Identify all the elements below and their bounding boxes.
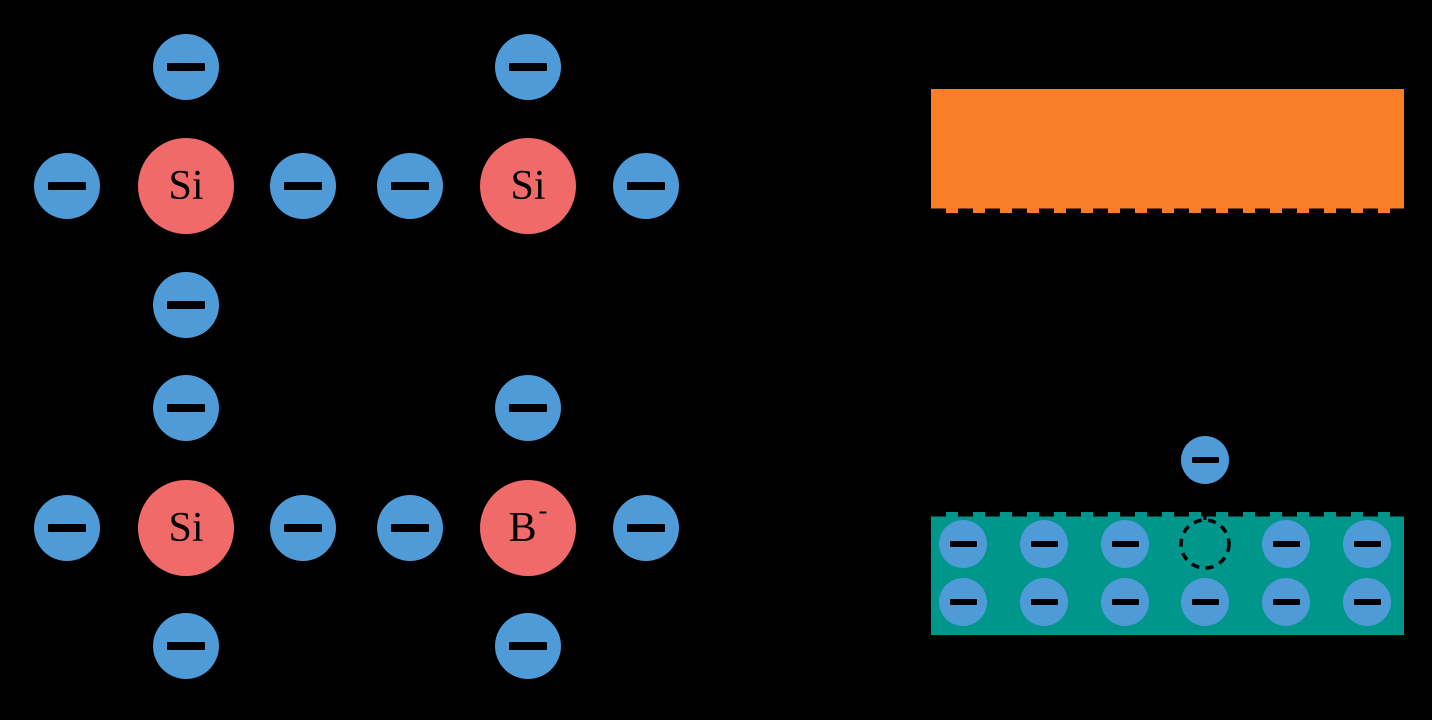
atom-label: Si [168, 163, 204, 209]
minus-icon [1111, 599, 1139, 605]
minus-icon [48, 182, 86, 190]
minus-icon [391, 524, 429, 532]
minus-icon [167, 63, 205, 71]
lattice-electron [613, 153, 679, 219]
minus-icon [284, 182, 322, 190]
minus-icon [509, 642, 547, 650]
lattice-electron [153, 272, 219, 338]
minus-icon [1191, 599, 1219, 605]
lattice-electron [153, 34, 219, 100]
minus-icon [627, 182, 665, 190]
lattice-electron [34, 495, 100, 561]
lattice-electron [495, 613, 561, 679]
valence-band-electron [939, 578, 987, 626]
conduction-band [931, 89, 1404, 213]
minus-icon [627, 524, 665, 532]
lattice-electron [153, 613, 219, 679]
minus-icon [1111, 541, 1139, 547]
atom-label: Si [510, 163, 546, 209]
atom-b-acceptor: B- [480, 480, 576, 576]
valence-band-electron [939, 520, 987, 568]
minus-icon [509, 404, 547, 412]
valence-band-electron [1181, 578, 1229, 626]
minus-icon [1030, 599, 1058, 605]
free-electron [1181, 436, 1229, 484]
atom-si-3: Si [138, 480, 234, 576]
minus-icon [1353, 599, 1381, 605]
valence-band-electron [1262, 578, 1310, 626]
valence-band-electron [1343, 520, 1391, 568]
valence-band [931, 512, 1404, 635]
minus-icon [167, 642, 205, 650]
atom-si-2: Si [480, 138, 576, 234]
minus-icon [167, 301, 205, 309]
atom-label: Si [168, 505, 204, 551]
lattice-electron [270, 153, 336, 219]
minus-icon [48, 524, 86, 532]
lattice-electron [613, 495, 679, 561]
minus-icon [1272, 541, 1300, 547]
atom-superscript-minus: - [538, 496, 548, 525]
lattice-electron [377, 153, 443, 219]
minus-icon [167, 404, 205, 412]
minus-icon [1272, 599, 1300, 605]
lattice-electron [495, 375, 561, 441]
valence-band-electron [1101, 578, 1149, 626]
atom-label: B [508, 505, 537, 551]
minus-icon [949, 599, 977, 605]
lattice-electron [495, 34, 561, 100]
minus-icon [284, 524, 322, 532]
minus-icon [509, 63, 547, 71]
valence-band-electron [1343, 578, 1391, 626]
lattice-electron [153, 375, 219, 441]
minus-icon [1030, 541, 1058, 547]
atom-si-1: Si [138, 138, 234, 234]
minus-icon [391, 182, 429, 190]
minus-icon [949, 541, 977, 547]
valence-band-electron [1101, 520, 1149, 568]
valence-band-electron [1020, 578, 1068, 626]
valence-band-electron [1262, 520, 1310, 568]
lattice-electron [34, 153, 100, 219]
valence-band-electron [1020, 520, 1068, 568]
lattice-electron [377, 495, 443, 561]
lattice-electron [270, 495, 336, 561]
minus-icon [1353, 541, 1381, 547]
minus-icon [1191, 457, 1219, 463]
